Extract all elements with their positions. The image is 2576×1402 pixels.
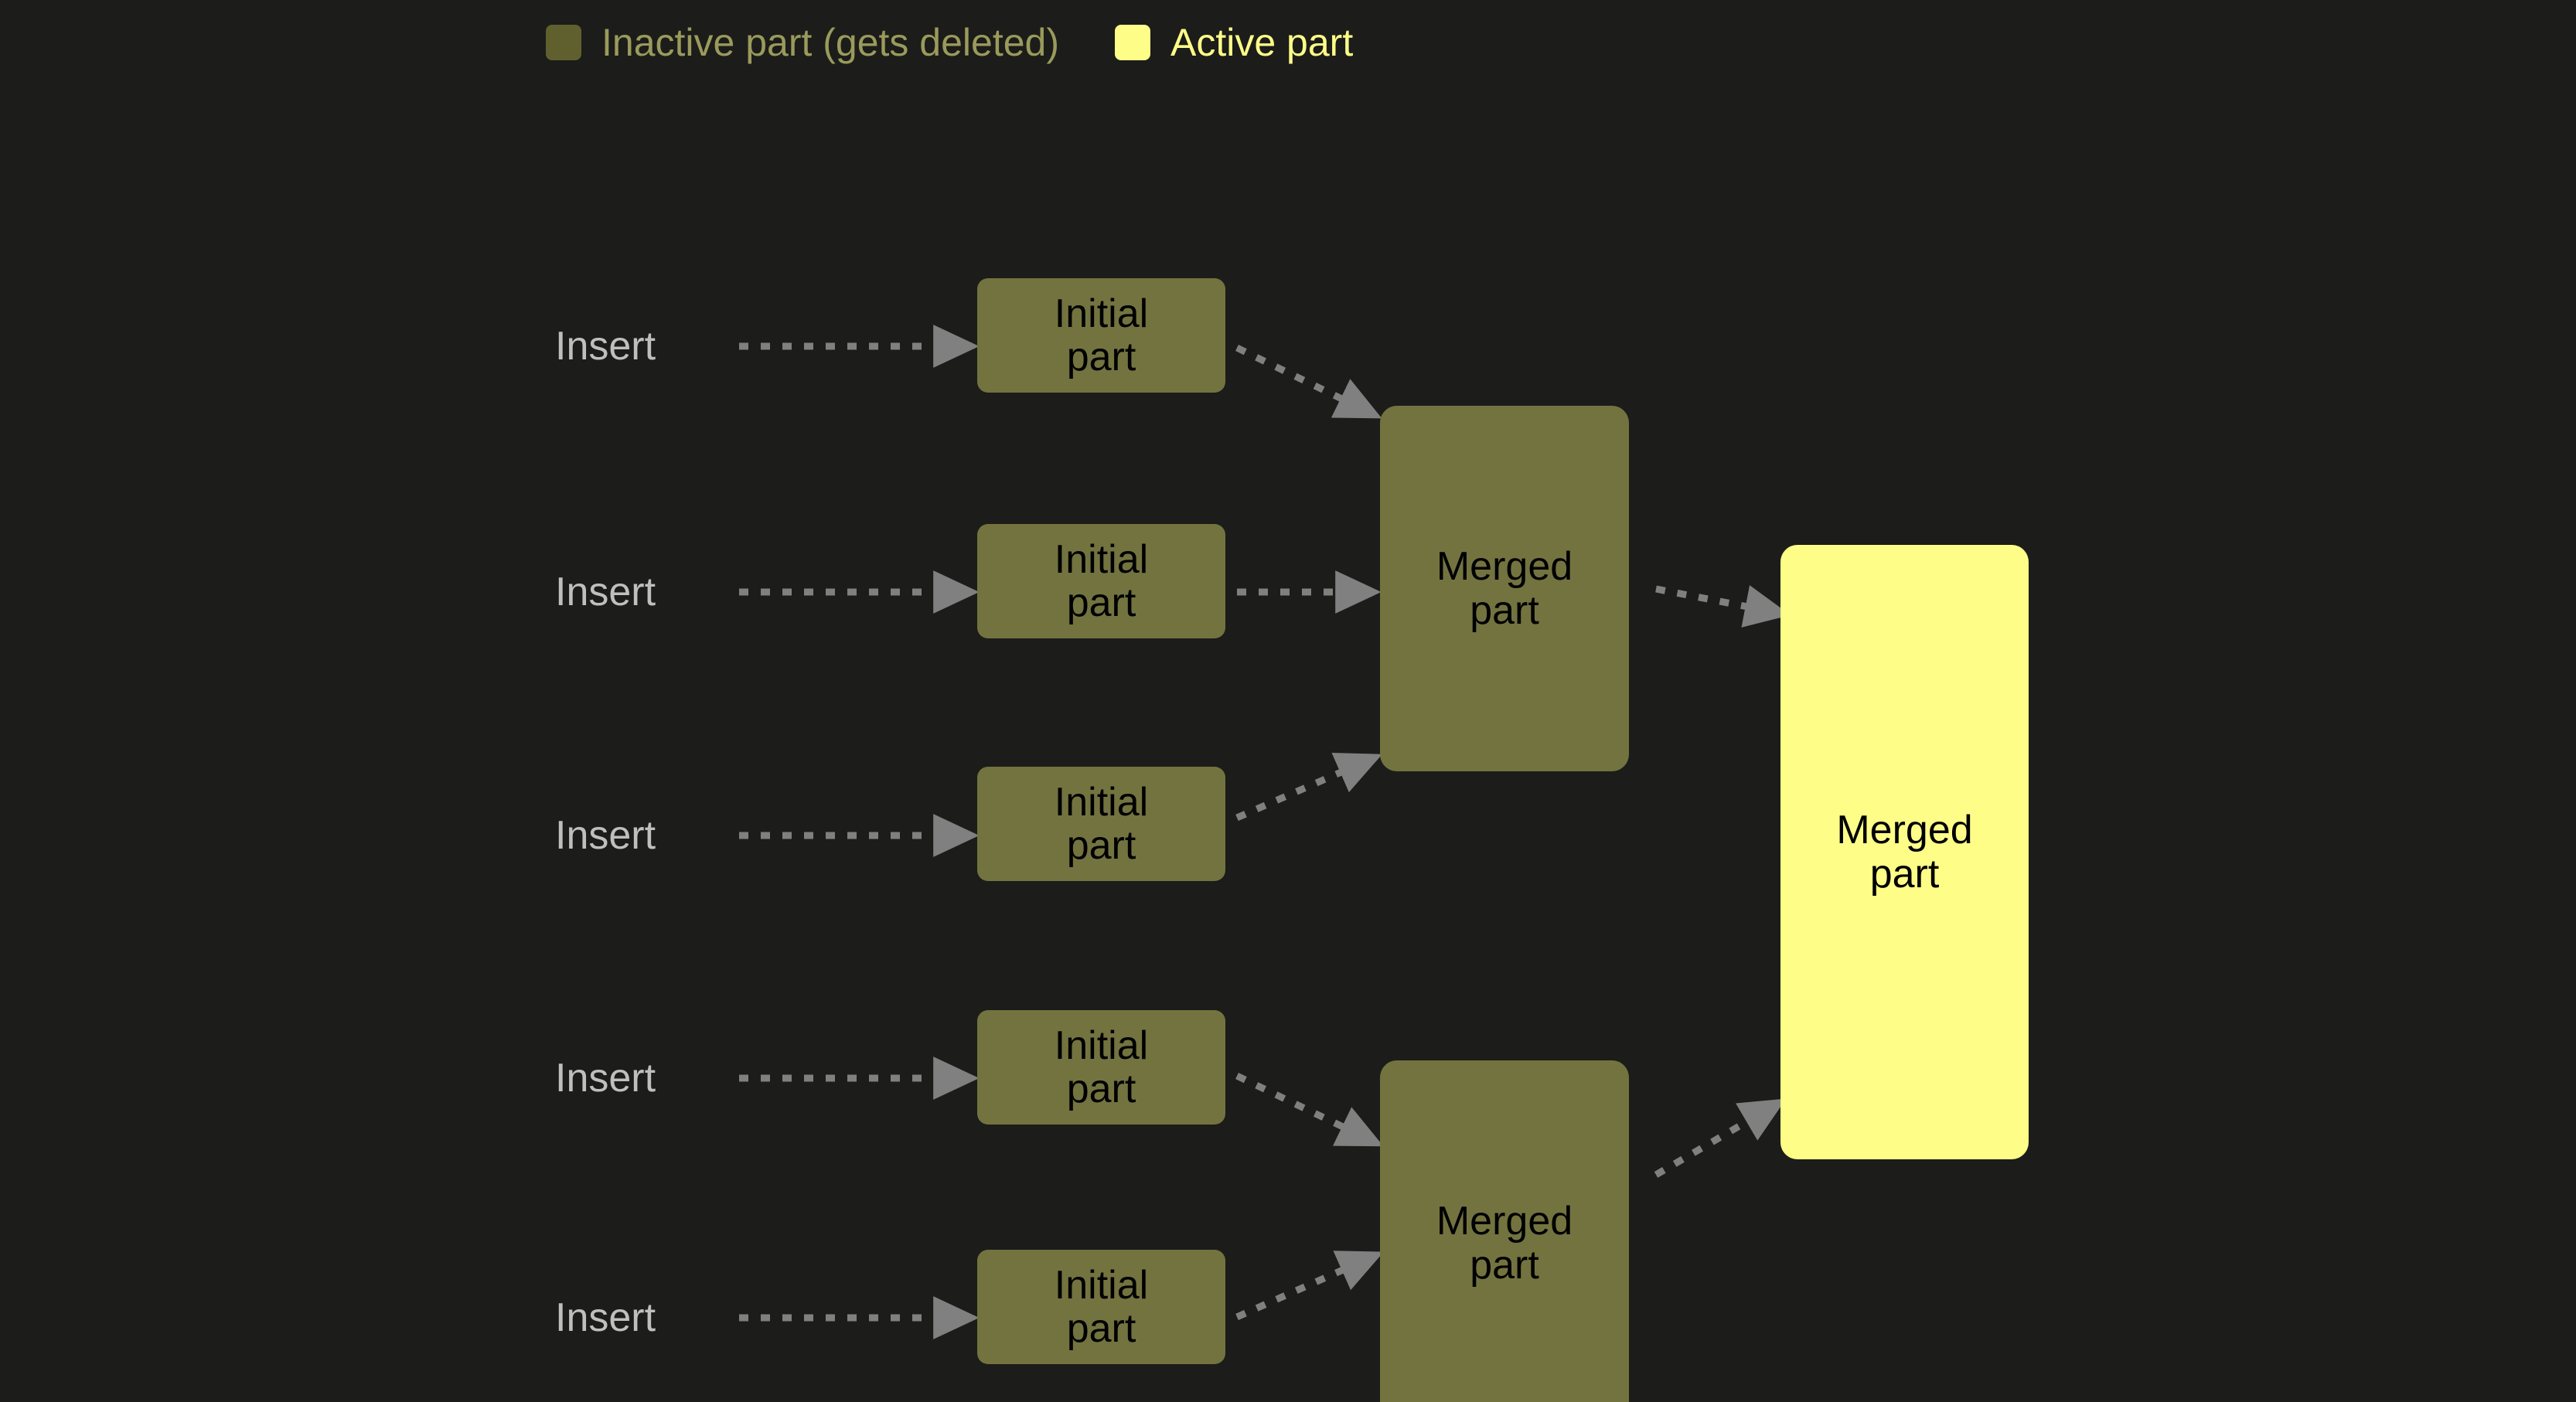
node-merged-part-final-line1: Merged bbox=[1836, 808, 1973, 853]
node-merged-part-1-line1: Merged bbox=[1436, 544, 1573, 590]
node-merged-part-final-line2: part bbox=[1869, 851, 1940, 897]
node-merged-part-2[interactable]: Merged part bbox=[1380, 1060, 1629, 1402]
insert-label-1: Insert bbox=[555, 324, 656, 369]
arrow-initial3-to-merged1 bbox=[1235, 752, 1383, 822]
node-initial-part-3[interactable]: Initial part bbox=[977, 767, 1225, 881]
legend-label-inactive: Inactive part (gets deleted) bbox=[601, 21, 1059, 64]
insert-label-2: Insert bbox=[555, 570, 656, 614]
active-swatch-icon bbox=[1115, 25, 1150, 60]
insert-label-3: Insert bbox=[555, 813, 656, 858]
node-initial-part-4[interactable]: Initial part bbox=[977, 1010, 1225, 1125]
node-initial-part-5-line2: part bbox=[1066, 1306, 1136, 1351]
node-initial-part-4-line2: part bbox=[1066, 1067, 1136, 1111]
node-initial-part-3-line2: part bbox=[1066, 823, 1136, 868]
node-initial-part-2-line1: Initial bbox=[1054, 536, 1149, 582]
arrow-initial1-to-merged1 bbox=[1235, 344, 1382, 419]
node-initial-part-2-line2: part bbox=[1066, 580, 1136, 625]
node-initial-part-5-line1: Initial bbox=[1054, 1262, 1149, 1308]
inactive-swatch-icon bbox=[546, 25, 581, 60]
node-merged-part-2-line2: part bbox=[1470, 1242, 1539, 1288]
node-initial-part-2[interactable]: Initial part bbox=[977, 524, 1225, 638]
node-merged-part-1-line2: part bbox=[1470, 587, 1539, 633]
insert-label-4: Insert bbox=[555, 1056, 656, 1101]
arrow-initial5-to-merged2 bbox=[1235, 1251, 1384, 1321]
arrow-initial4-to-merged2 bbox=[1235, 1072, 1384, 1147]
legend: Inactive part (gets deleted) Active part bbox=[546, 23, 1353, 62]
legend-item-active: Active part bbox=[1115, 23, 1353, 62]
node-merged-part-final[interactable]: Merged part bbox=[1780, 545, 2029, 1159]
arrow-merged1-to-final bbox=[1655, 585, 1791, 628]
node-initial-part-4-line1: Initial bbox=[1054, 1023, 1149, 1068]
node-initial-part-3-line1: Initial bbox=[1054, 779, 1149, 825]
legend-label-active: Active part bbox=[1170, 21, 1354, 64]
node-initial-part-1-line1: Initial bbox=[1054, 291, 1149, 336]
arrow-merged2-to-final bbox=[1654, 1098, 1787, 1178]
insert-label-5: Insert bbox=[555, 1295, 656, 1340]
legend-item-inactive: Inactive part (gets deleted) bbox=[546, 23, 1059, 62]
node-merged-part-2-line1: Merged bbox=[1436, 1199, 1573, 1244]
node-initial-part-5[interactable]: Initial part bbox=[977, 1250, 1225, 1364]
node-merged-part-1[interactable]: Merged part bbox=[1380, 406, 1629, 771]
node-initial-part-1-line2: part bbox=[1066, 335, 1136, 379]
node-initial-part-1[interactable]: Initial part bbox=[977, 278, 1225, 393]
